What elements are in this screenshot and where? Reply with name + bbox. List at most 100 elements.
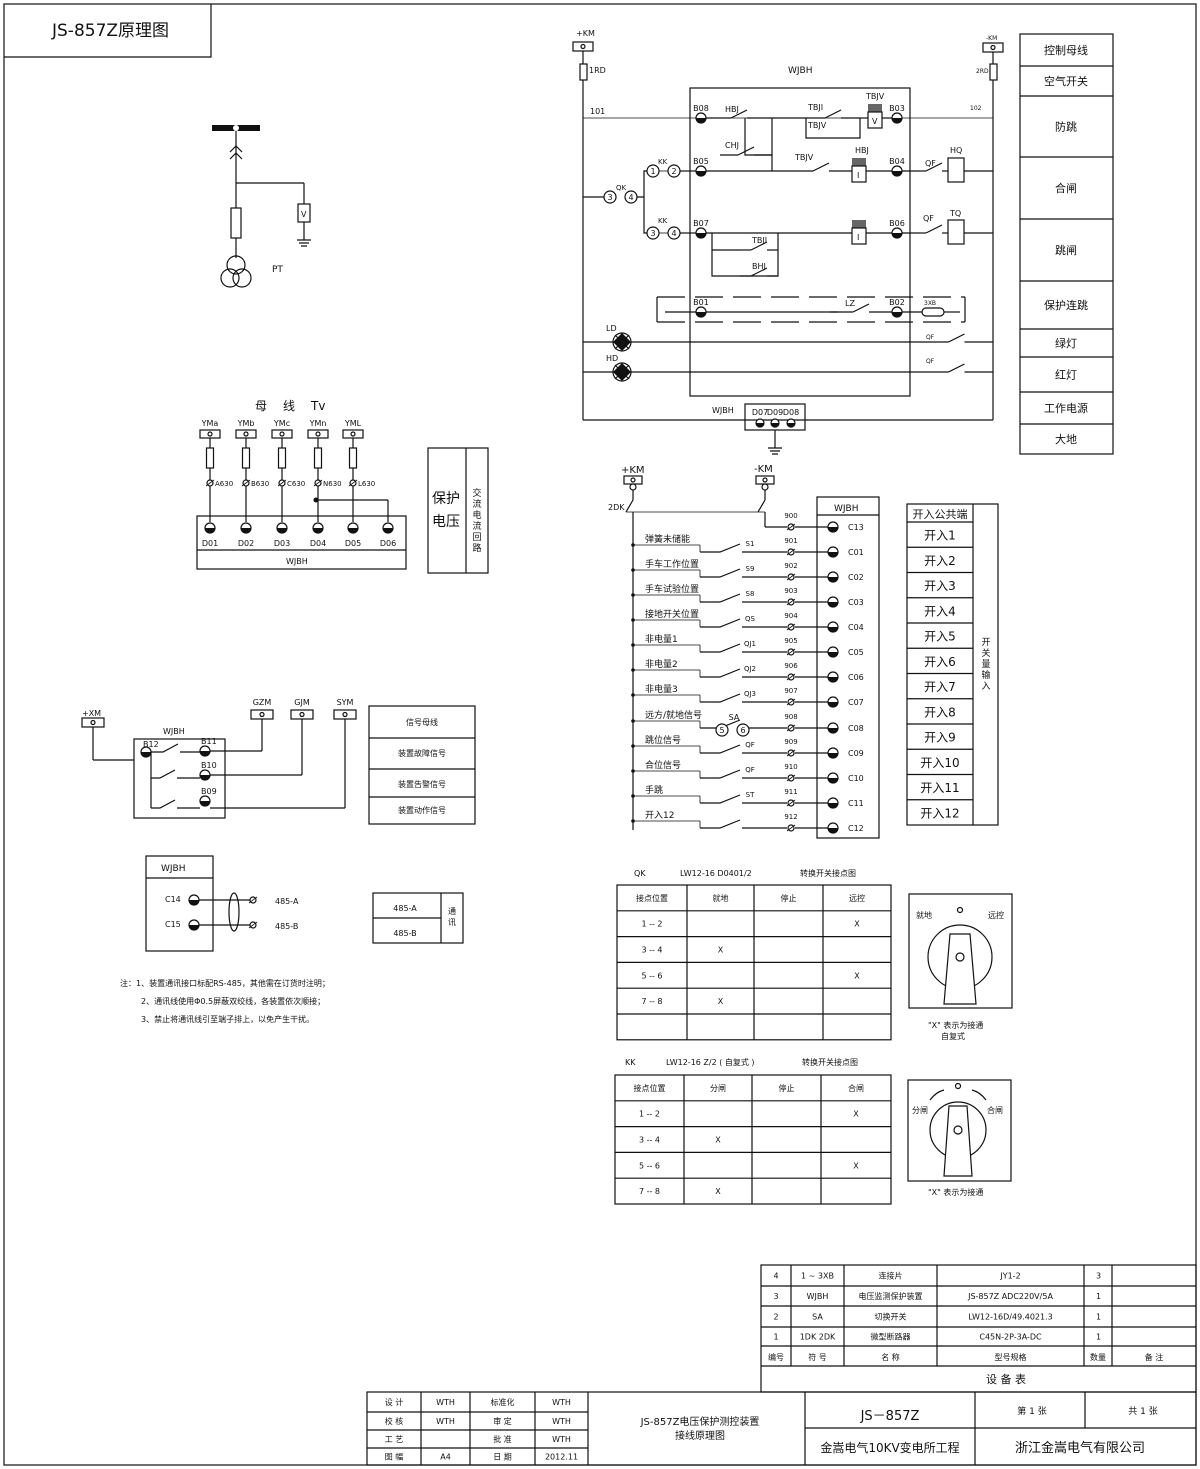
tb-cell-1-3: WTH <box>552 1417 571 1426</box>
control-legend-8: 工作电源 <box>1044 401 1088 415</box>
input-wire-11: 911 <box>784 788 797 796</box>
input-contact-4: QS <box>745 615 756 623</box>
input-term-3: C03 <box>848 598 864 607</box>
side-label-char-1: 流 <box>472 498 481 510</box>
vt-fuse-v: V <box>301 210 307 219</box>
tb-drawing-name-1: JS-857Z电压保护测控装置 <box>640 1415 760 1428</box>
input-label-1: 弹簧未储能 <box>645 533 690 545</box>
ctrl-terminal-5: B06 <box>889 219 905 228</box>
sig-terminal-2: B10 <box>201 761 217 770</box>
rd2-label: 2RD <box>976 68 989 75</box>
input-label-2: 手车工作位置 <box>645 558 699 570</box>
input-legend-1: 开入1 <box>924 529 956 543</box>
kk-desc: 转换开关接点图 <box>802 1057 858 1067</box>
equip-caption: 设 备 表 <box>986 1372 1026 1386</box>
input-side-char-0: 开 <box>981 637 990 648</box>
sa-contact-6: 6 <box>740 726 745 735</box>
tb-cell-2-0: 工 艺 <box>385 1435 404 1444</box>
qk-name: QK <box>634 869 646 878</box>
tq-label: TQ <box>949 209 961 218</box>
tbjv-label-2: TBJV <box>865 92 885 101</box>
control-legend-2: 防跳 <box>1055 120 1077 134</box>
inputs-legend: 开入公共端开入1开入2开入3开入4开入5开入6开入7开入8开入9开入10开入11… <box>906 503 999 826</box>
bus-header-1: 母 <box>255 399 267 413</box>
qk-contact-4: 4 <box>628 193 633 202</box>
equip-cell-2-0: 2 <box>773 1313 778 1322</box>
pt-terminal-2: D03 <box>274 539 290 548</box>
pt-terminal-3: D04 <box>310 539 326 548</box>
pt-terminal-5: D06 <box>380 539 396 548</box>
input-contact-7: QJ3 <box>744 690 756 698</box>
drawing-title: JS-857Z原理图 <box>51 21 169 41</box>
qk_table-cell-3-0: 7 -- 8 <box>641 997 662 1006</box>
qk-switch-table: QK LW12-16 D0401/2 转换开关接点图 接点位置就地停止远控1 -… <box>616 868 892 1041</box>
hd-label: HD <box>606 354 618 363</box>
side-label-char-3: 流 <box>472 520 481 532</box>
tb-sheet: 第 1 张 <box>1017 1405 1046 1417</box>
kk-contact-1: 1 <box>650 167 655 176</box>
input-contact-10: QF <box>745 766 755 774</box>
wire-101: 101 <box>590 107 605 116</box>
bus-name-1: YMb <box>237 419 255 428</box>
kk_table-header-3: 合闸 <box>848 1083 864 1093</box>
kk-dial: 分闸 合闸 "X" 表示为接通 <box>907 1079 1012 1197</box>
side-label-char-2: 电 <box>472 509 481 521</box>
input-wire-0: 900 <box>784 512 797 520</box>
equip-cell-0-0: 4 <box>773 1272 778 1281</box>
kk_table-cell-0-0: 1 -- 2 <box>639 1110 660 1119</box>
bhj-label: BHJ <box>752 262 766 271</box>
control-legend-6: 绿灯 <box>1055 336 1077 350</box>
tbjv-coil-v: V <box>872 117 878 126</box>
equip-cell-1-0: 3 <box>773 1292 778 1301</box>
bus-name-2: YMc <box>273 419 290 428</box>
input-wire-5: 905 <box>784 637 797 645</box>
qk_table-cell-1-1: X <box>718 946 724 955</box>
kk_table-header-2: 停止 <box>779 1083 795 1093</box>
tb-project: 金嵩电气10KV变电所工程 <box>820 1440 959 1455</box>
input-term-5: C05 <box>848 648 864 657</box>
qf-label-1: QF <box>925 159 936 168</box>
input-contact-1: S1 <box>746 540 755 548</box>
power-terminal-1: D09 <box>767 408 783 417</box>
equip-cell-2-4: 1 <box>1096 1313 1101 1322</box>
ctrl-terminal-2: B05 <box>693 157 709 166</box>
sig-bus-0: GZM <box>253 698 272 707</box>
input-legend-4: 开入4 <box>924 604 956 618</box>
bus-name-4: YML <box>344 419 362 428</box>
bus-wire-1: B630 <box>251 480 269 488</box>
side-label-char-5: 路 <box>472 542 481 554</box>
kk-contact-2: 2 <box>671 167 676 176</box>
equip-cell-1-3: JS-857Z ADC220V/5A <box>967 1292 1053 1301</box>
input-contact-9: QF <box>745 741 755 749</box>
input-contact-11: ST <box>746 791 755 799</box>
input-label-11: 手跳 <box>645 784 663 796</box>
equip-header-2: 名 称 <box>881 1352 900 1362</box>
sig-terminal-3: B09 <box>201 787 217 796</box>
kk-dial-left: 分闸 <box>912 1106 928 1115</box>
qk-desc: 转换开关接点图 <box>800 868 856 878</box>
note-2: 2、通讯线使用Φ0.5屏蔽双绞线，各装置依次顺接； <box>141 996 325 1006</box>
comm-terminal-0: C14 <box>165 895 181 904</box>
comm-device-label: WJBH <box>161 864 186 874</box>
tbji-label-2: TBJI <box>751 236 767 245</box>
tbjv-label-3: TBJV <box>794 153 814 162</box>
comm-line-0: 485-A <box>275 897 299 906</box>
control-legend-7: 红灯 <box>1055 369 1077 382</box>
input-wire-12: 912 <box>784 813 797 821</box>
input-legend-3: 开入3 <box>924 579 956 593</box>
qk_table-header-3: 远控 <box>849 893 865 903</box>
input-wire-6: 906 <box>784 662 798 670</box>
prot-voltage-label-1: 保护 <box>432 491 460 507</box>
kk-note-1: "X" 表示为接通 <box>928 1187 983 1197</box>
equip-header-3: 型号规格 <box>995 1352 1027 1362</box>
tb-cell-0-0: 设 计 <box>385 1397 404 1407</box>
input-legend-5: 开入5 <box>924 630 956 644</box>
input-term-7: C07 <box>848 698 864 707</box>
input-contact-2: S9 <box>746 565 755 573</box>
control-legend-0: 控制母线 <box>1044 43 1088 57</box>
equip-cell-3-3: C45N-2P-3A-DC <box>979 1333 1042 1342</box>
input-side-char-3: 输 <box>981 669 990 681</box>
